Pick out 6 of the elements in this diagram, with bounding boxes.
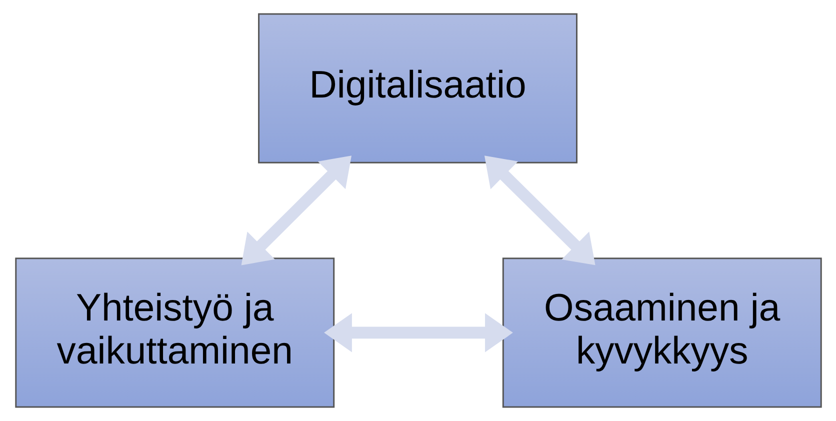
node-box: Osaaminen ja kyvykkyys	[502, 258, 822, 408]
node-box: Yhteistyö ja vaikuttaminen	[14, 258, 334, 408]
arrow	[484, 156, 595, 266]
node-box: Digitalisaatio	[258, 13, 577, 164]
arrow	[240, 156, 352, 266]
arrow	[324, 313, 512, 352]
